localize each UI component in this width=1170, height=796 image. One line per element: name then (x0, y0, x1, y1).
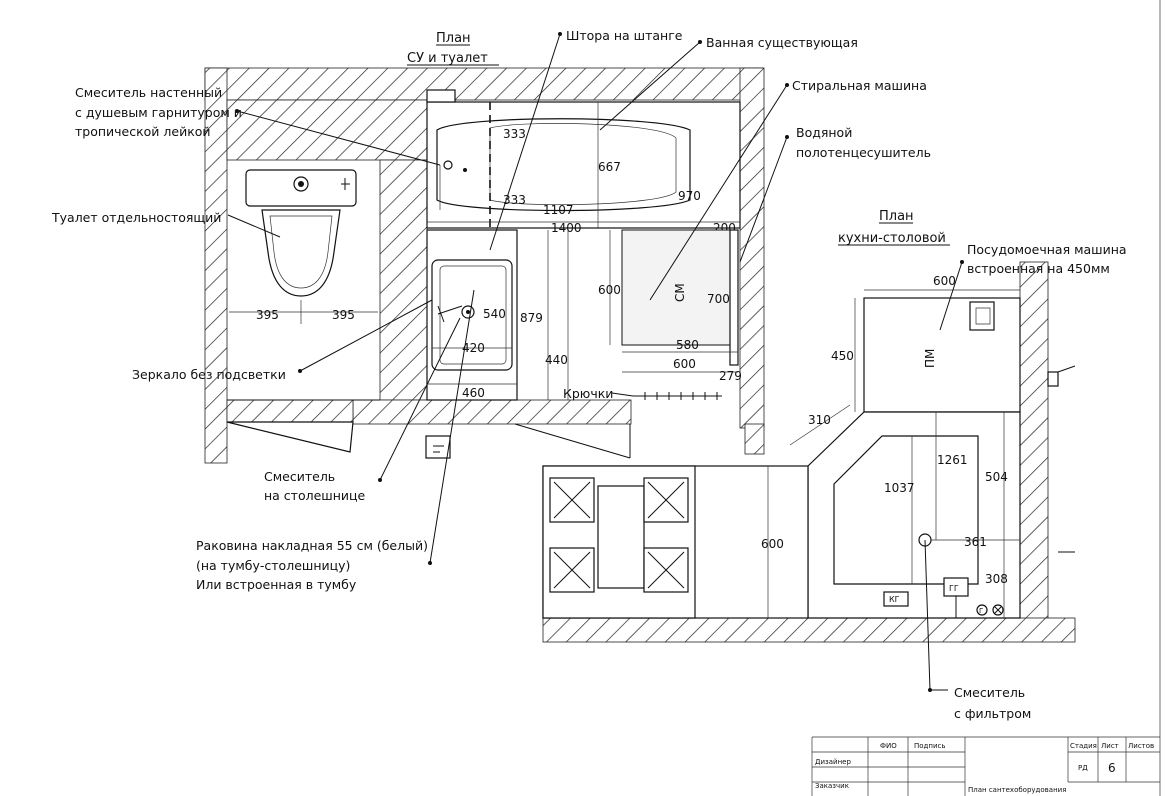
bathroom-walls (204, 67, 765, 464)
kitchen-plan-subtitle: кухни-столовой (838, 231, 946, 246)
stamp-stage-value: РД (1078, 764, 1088, 772)
label-sink-line1: Раковина накладная 55 см (белый) (196, 538, 428, 553)
kg-outlet (883, 591, 909, 607)
dishwasher-socket-icon (969, 301, 995, 331)
sink-cabinet (426, 229, 518, 401)
dim-600-washer-width: 600 (673, 357, 696, 371)
dishwasher-zone (863, 297, 1021, 413)
burners (549, 477, 689, 593)
label-wall-mixer-line3: тропической лейкой (75, 124, 211, 139)
label-washer: Стиральная машина (792, 78, 927, 93)
stamp-sheet-value: 6 (1108, 761, 1116, 775)
washer-sm-label: СМ (673, 283, 687, 302)
dim-1037: 1037 (884, 481, 915, 495)
dim-700: 700 (707, 292, 730, 306)
dim-333-top: 333 (503, 127, 526, 141)
label-counter-mixer-line2: на столешнице (264, 488, 366, 503)
dim-420: 420 (462, 341, 485, 355)
dim-395-left: 395 (256, 308, 279, 322)
stamp-designer: Дизайнер (815, 758, 851, 766)
toilet-door-swing (226, 421, 354, 453)
bath-door-swing (514, 423, 631, 459)
label-filter-mixer-line2: с фильтром (954, 706, 1031, 721)
dim-279: 279 (719, 369, 742, 383)
corner-sink (833, 435, 979, 585)
stamp-sheets: Листов (1128, 742, 1154, 750)
label-dishwasher-line1: Посудомоечная машина (967, 242, 1127, 257)
dim-970: 970 (678, 189, 701, 203)
dim-460: 460 (462, 386, 485, 400)
label-sink-line3: Или встроенная в тумбу (196, 577, 357, 592)
label-towel-line1: Водяной (796, 125, 852, 140)
label-towel-line2: полотенцесушитель (796, 145, 931, 160)
dim-310: 310 (808, 413, 831, 427)
dim-333-bottom: 333 (503, 193, 526, 207)
label-sink-line2: (на тумбу-столешницу) (196, 558, 350, 573)
water-outlet-icon (425, 435, 451, 459)
kitchen-plan-title: План (879, 209, 914, 224)
label-counter-mixer-line1: Смеситель (264, 469, 335, 484)
dim-308: 308 (985, 572, 1008, 586)
dim-1400: 1400 (551, 221, 582, 235)
dim-580: 580 (676, 338, 699, 352)
gas-symbol: Г (979, 607, 983, 615)
label-curtain: Штора на штанге (566, 28, 683, 43)
stamp-sign: Подпись (914, 742, 946, 750)
washing-machine: СМ (621, 229, 739, 366)
label-toilet: Туалет отдельностоящий (51, 210, 221, 225)
toilet (245, 169, 357, 297)
dim-540: 540 (483, 307, 506, 321)
label-wall-mixer-line2: с душевым гарнитуром и (75, 105, 242, 120)
dim-440: 440 (545, 353, 568, 367)
dim-600-counter: 600 (761, 537, 784, 551)
label-hooks: Крючки (563, 386, 613, 401)
dim-600-washer: 600 (598, 283, 621, 297)
stamp-customer: Заказчик (815, 782, 849, 790)
title-block (811, 736, 1160, 796)
stamp-fio: ФИО (880, 742, 897, 750)
bathtub (426, 89, 741, 229)
stamp-doc-title: План сантехоборудования (968, 786, 1066, 794)
bath-plan-subtitle: СУ и туалет (407, 51, 488, 66)
label-filter-mixer-line1: Смеситель (954, 685, 1025, 700)
kg-label: КГ (889, 595, 900, 604)
dim-600-kitchen-top: 600 (933, 274, 956, 288)
dim-1107: 1107 (543, 203, 574, 217)
label-bath: Ванная существующая (706, 35, 858, 50)
gas-valve-icon (976, 604, 988, 616)
dim-504: 504 (985, 470, 1008, 484)
gh-label: ГГ (949, 584, 959, 593)
label-mirror: Зеркало без подсветки (132, 367, 286, 382)
stamp-sheet: Лист (1101, 742, 1119, 750)
kitchen-walls (542, 261, 1076, 643)
dim-667: 667 (598, 160, 621, 174)
dim-1261: 1261 (937, 453, 968, 467)
stamp-stage: Стадия (1070, 742, 1097, 750)
label-wall-mixer-line1: Смеситель настенный (75, 85, 222, 100)
dim-450: 450 (831, 349, 854, 363)
dim-395-right: 395 (332, 308, 355, 322)
hooks (633, 392, 722, 400)
dim-361: 361 (964, 535, 987, 549)
bath-plan-title: План (436, 31, 471, 46)
label-dishwasher-line2: встроенная на 450мм (967, 261, 1110, 276)
dishwasher-pm-label: ПМ (923, 349, 937, 368)
dim-879: 879 (520, 311, 543, 325)
